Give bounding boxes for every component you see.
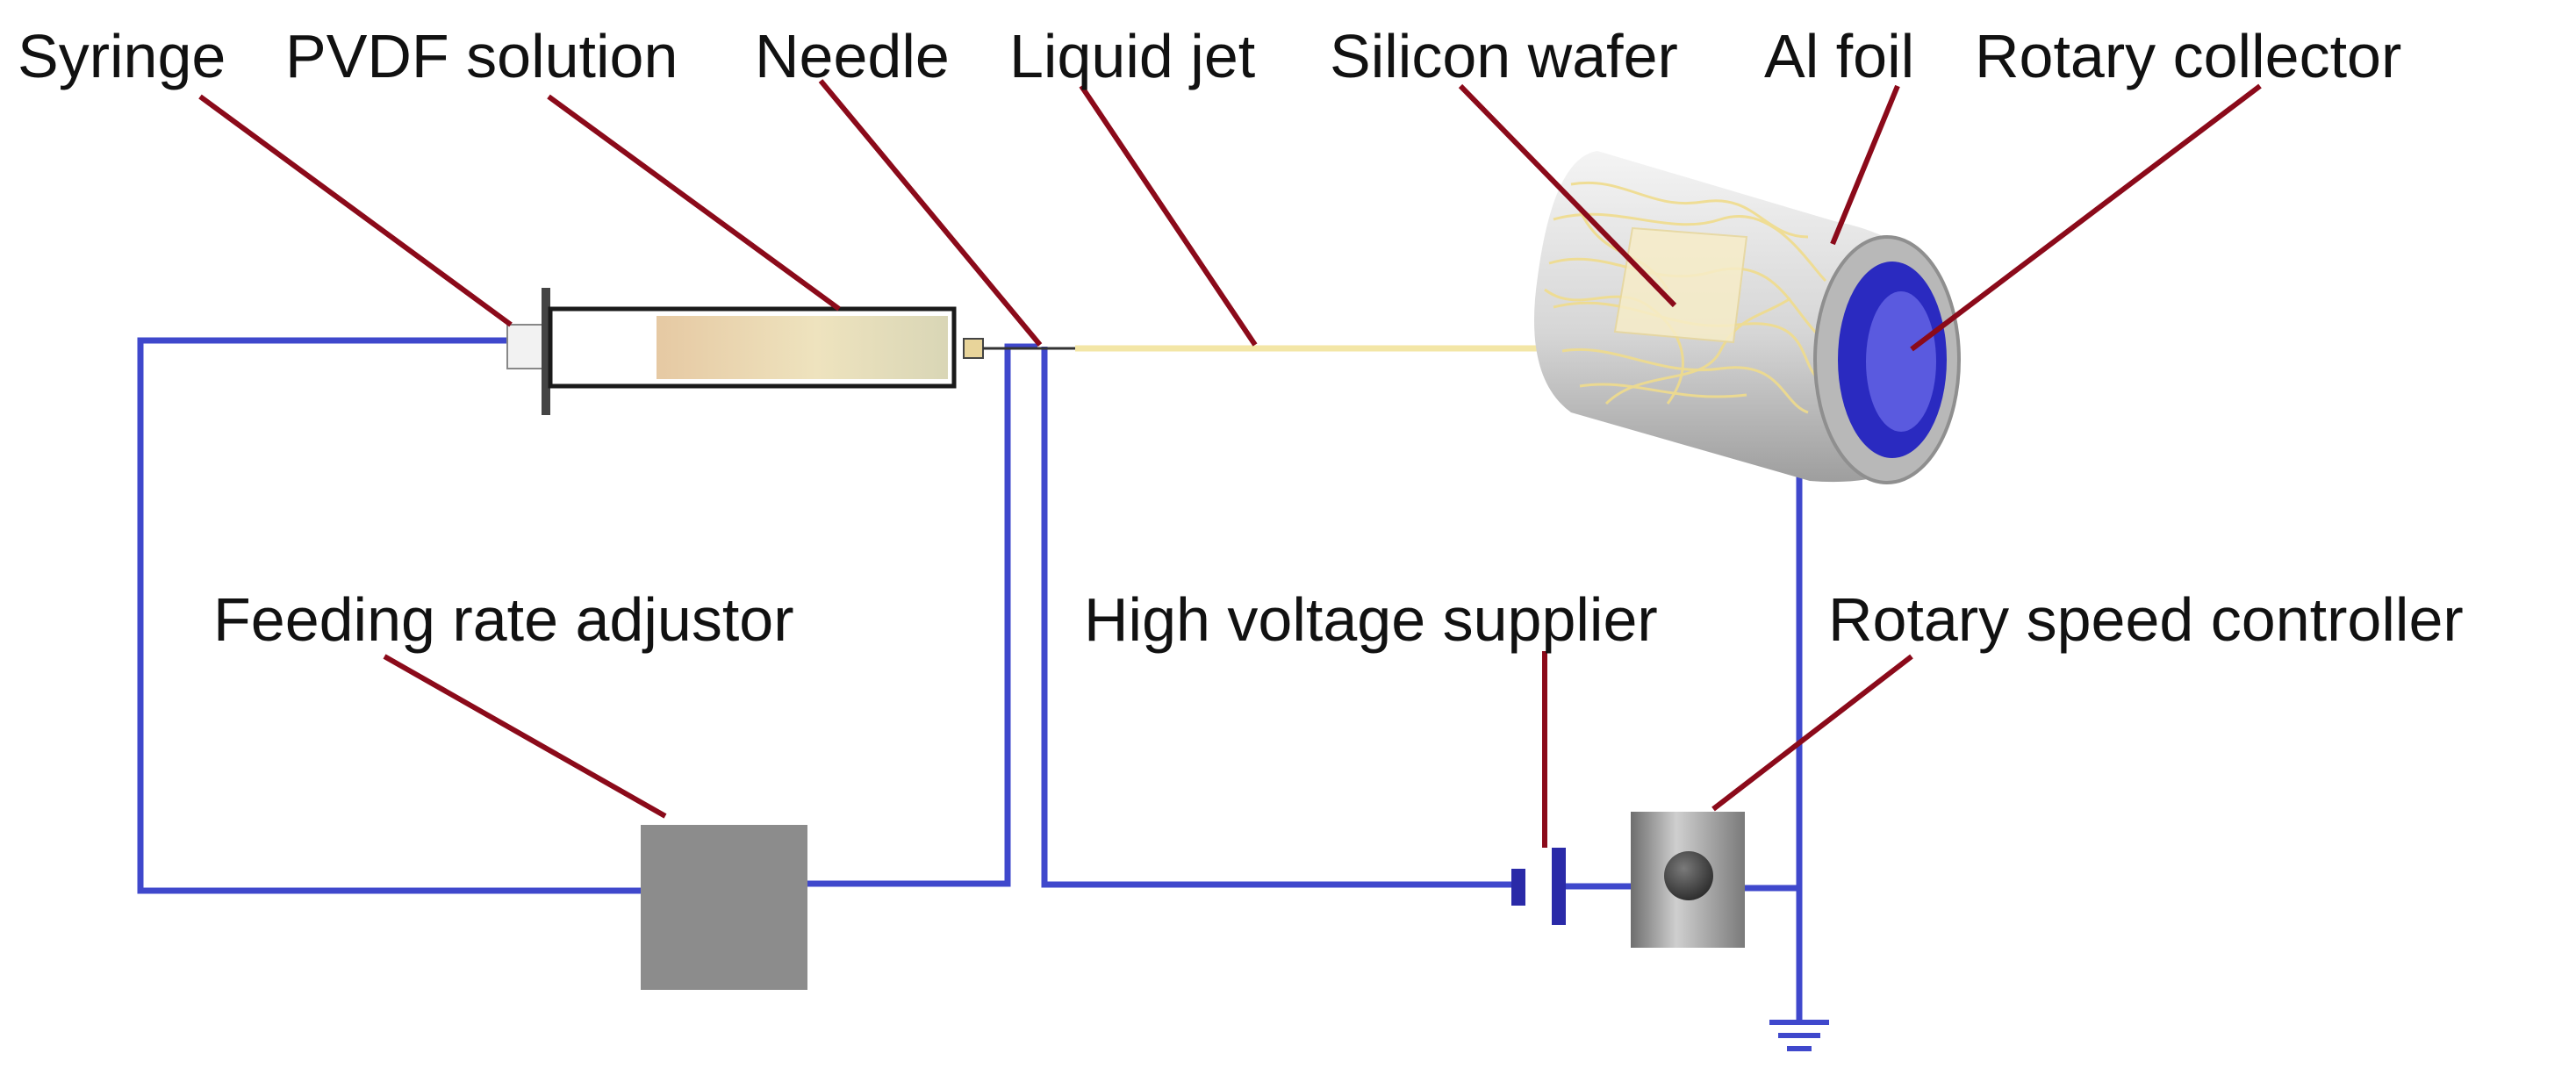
- rotary-speed-controller-leader: [1711, 654, 1913, 812]
- fiber-mesh: [1544, 181, 1827, 414]
- rotary-speed-controller: [1631, 812, 1745, 948]
- rotary-speed-controller-label: Rotary speed controller: [1828, 585, 2464, 654]
- pvdf-solution-fill: [657, 316, 948, 379]
- silicon-wafer-label: Silicon wafer: [1330, 22, 1678, 90]
- liquid-jet-label: Liquid jet: [1009, 22, 1255, 90]
- syringe: [506, 288, 1075, 415]
- needle-to-supplier-wire: [1041, 347, 1511, 888]
- rotary-collector: [1533, 151, 1961, 484]
- wires: [137, 337, 1803, 1022]
- adjustor-to-needle-wire: [806, 343, 1037, 887]
- silicon-wafer: [1613, 226, 1748, 344]
- collector-inner-hole: [1866, 291, 1936, 432]
- al-foil-leader: [1830, 84, 1900, 246]
- silicon-wafer-leader: [1458, 83, 1677, 308]
- ground-icon: [1769, 1020, 1829, 1051]
- feeding-rate-adjustor-label: Feeding rate adjustor: [213, 585, 794, 654]
- high-voltage-supplier-label: High voltage supplier: [1084, 585, 1658, 654]
- feeding-rate-adjustor-leader: [383, 654, 667, 819]
- controller-knob: [1664, 851, 1713, 900]
- syringe-flange: [542, 288, 550, 415]
- liquid-jet-leader: [1079, 84, 1258, 347]
- al-foil-label: Al foil: [1764, 22, 1914, 90]
- pvdf-solution-label: PVDF solution: [285, 22, 678, 90]
- syringe-hub: [963, 338, 984, 359]
- syringe-plunger: [506, 324, 543, 369]
- syringe-label: Syringe: [18, 22, 226, 90]
- feeding-rate-adjustor-box: [641, 825, 807, 990]
- pvdf-solution-leader: [547, 94, 841, 312]
- syringe-leader: [198, 94, 513, 327]
- battery-negative-plate: [1511, 869, 1525, 906]
- leader-lines: [198, 79, 2262, 848]
- syringe-to-adjustor-wire: [137, 337, 641, 894]
- rotary-collector-label: Rotary collector: [1975, 22, 2401, 90]
- needle-label: Needle: [755, 22, 950, 90]
- rotary-collector-leader: [1910, 83, 2262, 352]
- labels: Syringe PVDF solution Needle Liquid jet …: [18, 22, 2464, 654]
- battery-positive-plate: [1552, 848, 1566, 925]
- high-voltage-supplier: [1511, 848, 1566, 925]
- needle-leader: [818, 79, 1043, 347]
